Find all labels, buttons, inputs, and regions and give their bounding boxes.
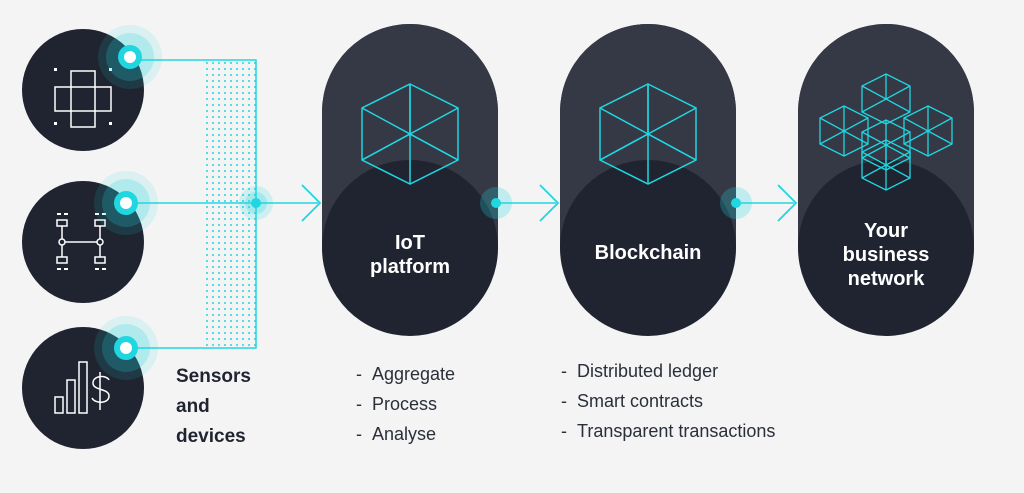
signal-node-icon bbox=[480, 187, 512, 219]
sensors-caption-line: Sensors bbox=[176, 366, 251, 387]
device-sensor-finance bbox=[22, 327, 144, 449]
arrow-right-icon bbox=[301, 184, 322, 222]
signal-node-icon bbox=[720, 187, 752, 219]
circuit-board-icon bbox=[56, 219, 106, 264]
iot-features-list: Aggregate Process Analyse bbox=[356, 359, 455, 449]
cross-grid-icon bbox=[54, 70, 112, 128]
signal-node-icon bbox=[98, 25, 162, 89]
arrow-right-icon bbox=[777, 184, 798, 222]
bus-junction-node bbox=[239, 186, 273, 220]
pill-blockchain bbox=[560, 24, 736, 336]
list-item: Analyse bbox=[356, 419, 455, 449]
sensors-caption-line: and bbox=[176, 396, 210, 417]
cube-icon bbox=[361, 83, 459, 185]
sensors-caption: Sensors and devices bbox=[176, 362, 251, 452]
signal-node-icon bbox=[94, 171, 158, 235]
sensors-caption-line: devices bbox=[176, 426, 246, 447]
blockchain-features-list: Distributed ledger Smart contracts Trans… bbox=[561, 356, 775, 446]
business-title-line: business bbox=[842, 244, 930, 266]
business-title-line: network bbox=[847, 268, 925, 290]
device-sensor-circuit bbox=[22, 181, 144, 303]
arrow-right-icon bbox=[539, 184, 560, 222]
pill-iot-platform bbox=[322, 24, 498, 336]
list-item: Distributed ledger bbox=[561, 356, 775, 386]
pill-business-network bbox=[798, 24, 974, 336]
signal-node-icon bbox=[94, 316, 158, 380]
iot-title: IoT platform bbox=[322, 231, 498, 279]
cube-cluster-icon bbox=[819, 73, 953, 191]
iot-title-line: platform bbox=[370, 256, 450, 278]
device-sensor-cross bbox=[22, 29, 144, 151]
list-item: Process bbox=[356, 389, 455, 419]
cube-icon bbox=[599, 83, 697, 185]
business-title: Your business network bbox=[798, 219, 974, 291]
blockchain-title: Blockchain bbox=[560, 241, 736, 265]
list-item: Smart contracts bbox=[561, 386, 775, 416]
blockchain-title-line: Blockchain bbox=[594, 242, 702, 264]
business-title-line: Your bbox=[863, 220, 909, 242]
data-bus bbox=[204, 60, 256, 348]
bar-chart-dollar-icon bbox=[54, 361, 110, 414]
list-item: Aggregate bbox=[356, 359, 455, 389]
list-item: Transparent transactions bbox=[561, 416, 775, 446]
iot-title-line: IoT bbox=[395, 232, 425, 254]
